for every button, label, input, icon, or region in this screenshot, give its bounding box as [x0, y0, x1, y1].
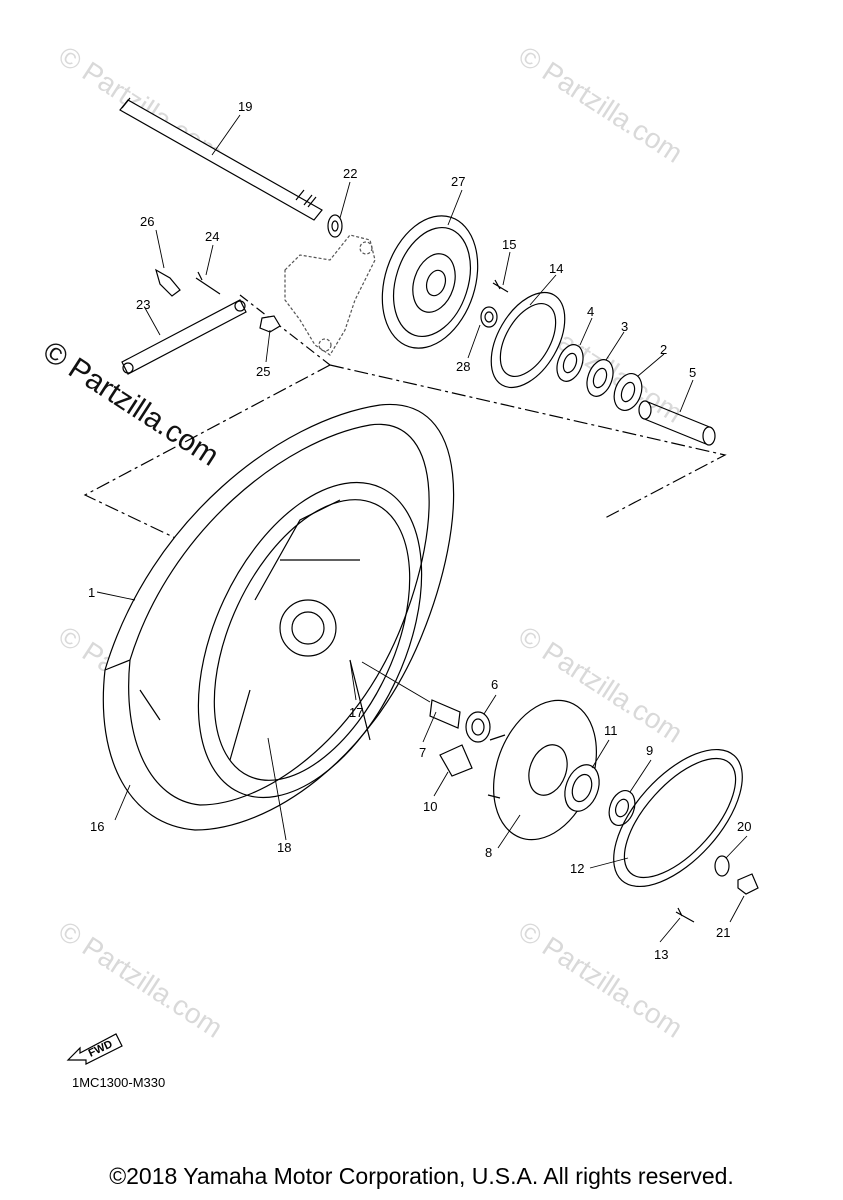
callout-3: 3 [621, 319, 629, 334]
callout-8: 8 [485, 845, 493, 860]
callout-23: 23 [136, 297, 151, 312]
bolt [675, 907, 695, 923]
washer [714, 855, 730, 877]
axle [119, 97, 323, 221]
caliper-bracket [284, 234, 376, 356]
callout-12: 12 [570, 861, 585, 876]
spacer [480, 306, 498, 328]
copyright-notice: ©2018 Yamaha Motor Corporation, U.S.A. A… [109, 1163, 734, 1189]
callout-2: 2 [660, 342, 668, 357]
tire [102, 403, 455, 831]
callout-17: 17 [349, 705, 364, 720]
clip [155, 268, 181, 297]
oil-seal [556, 344, 584, 382]
nut [737, 873, 759, 895]
callout-26: 26 [140, 214, 155, 229]
callout-25: 25 [256, 364, 271, 379]
ring-cover [613, 748, 743, 888]
callout-15: 15 [502, 237, 517, 252]
callout-18: 18 [277, 840, 292, 855]
callout-20: 20 [737, 819, 752, 834]
nut [259, 315, 281, 333]
callout-16: 16 [90, 819, 105, 834]
callout-21: 21 [716, 925, 731, 940]
collar [638, 400, 716, 446]
callout-6: 6 [491, 677, 499, 692]
collar [429, 699, 461, 729]
callout-27: 27 [451, 174, 466, 189]
leader-lines [96, 114, 748, 943]
fwd-arrow-icon: FWD [66, 1026, 126, 1071]
callout-24: 24 [205, 229, 220, 244]
wheel-rim [197, 481, 423, 799]
assembly-outline [329, 364, 727, 519]
callout-9: 9 [646, 743, 654, 758]
bearing [608, 789, 636, 827]
clip [439, 744, 473, 777]
callout-1: 1 [88, 585, 96, 600]
callout-11: 11 [604, 723, 618, 738]
oil-seal [564, 764, 600, 812]
torque-arm [121, 299, 247, 375]
callout-5: 5 [689, 365, 697, 380]
washer [327, 214, 343, 238]
assembly-outline [83, 364, 331, 546]
callout-10: 10 [423, 799, 438, 814]
callout-4: 4 [587, 304, 595, 319]
bolt [195, 271, 221, 295]
callout-22: 22 [343, 166, 358, 181]
brake-disc [381, 215, 479, 349]
callout-28: 28 [456, 359, 471, 374]
bearing [586, 359, 614, 397]
callout-7: 7 [419, 745, 427, 760]
damper [465, 711, 491, 743]
bearing [613, 373, 643, 411]
callout-13: 13 [654, 947, 669, 962]
cover-plate [490, 291, 566, 389]
diagram-code: 1MC1300-M330 [72, 1075, 166, 1090]
callout-19: 19 [238, 99, 253, 114]
callout-14: 14 [549, 261, 564, 276]
bolt [492, 279, 509, 293]
